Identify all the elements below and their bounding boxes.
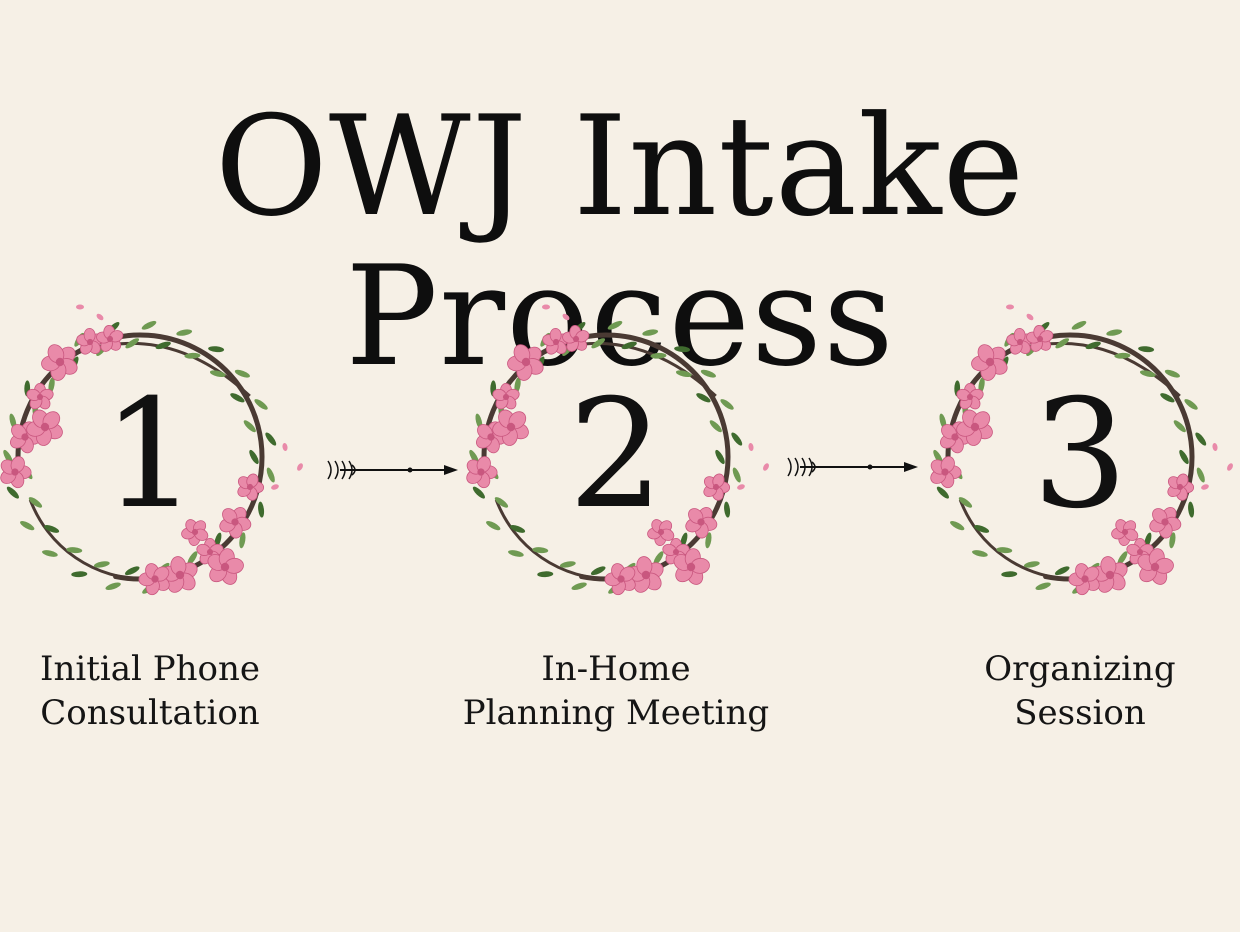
step-label-line-1: Organizing [984, 649, 1176, 689]
step-label-line-1: In-Home [541, 649, 691, 689]
floral-wreath-icon [930, 304, 1233, 596]
step-number: 3 [1032, 368, 1128, 542]
arrow-right-icon [787, 457, 918, 477]
floral-wreath-icon [0, 304, 303, 596]
step-label-line-1: Initial Phone [40, 649, 260, 689]
step-label-line-2: Consultation [40, 693, 260, 733]
step-label: Organizing Session [910, 647, 1240, 735]
floral-wreath-icon [466, 304, 769, 596]
step-label-line-2: Session [1014, 693, 1146, 733]
page-title: OWJ Intake Process [214, 86, 1026, 397]
step-3: 3 Organizing Session [930, 295, 1233, 735]
step-label: In-Home Planning Meeting [446, 647, 786, 735]
arrow-right-icon [327, 460, 458, 480]
step-1: 1 Initial Phone Consultation [0, 295, 303, 735]
step-label-line-2: Planning Meeting [462, 693, 770, 733]
step-number: 1 [102, 368, 198, 542]
step-2: 2 In-Home Planning Meeting [463, 295, 769, 735]
step-label: Initial Phone Consultation [0, 647, 320, 735]
step-number: 2 [568, 368, 664, 542]
